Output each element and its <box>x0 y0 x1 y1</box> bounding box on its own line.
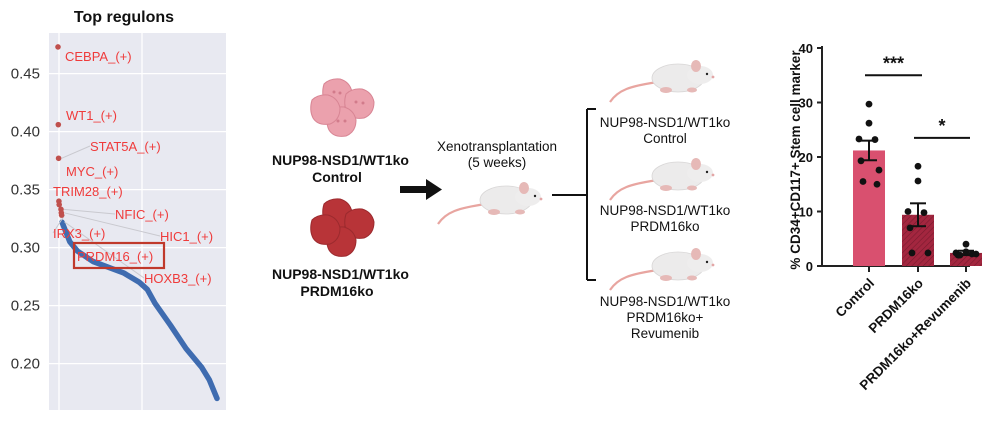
regulon-label: MYC_(+) <box>66 164 118 179</box>
data-point <box>924 249 932 257</box>
data-point <box>857 157 865 165</box>
labeled-points <box>55 44 65 218</box>
significance-label: * <box>938 116 945 136</box>
arm-prdm16ko-line1: NUP98-NSD1/WT1ko <box>599 203 731 218</box>
arm-revumenib-line1: NUP98-NSD1/WT1ko <box>599 294 731 309</box>
stem-cell-bar-chart: % CD34+CD117+ Stem cell marker 0 10 20 30 40… <box>788 41 982 394</box>
regulon-label: STAT5A_(+) <box>90 139 161 154</box>
data-point <box>956 251 964 259</box>
axes: 0 10 20 30 40 <box>799 41 970 274</box>
procedure-line1: Xenotransplantation <box>436 139 558 154</box>
arm-control-label: NUP98-NSD1/WT1ko Control <box>590 115 740 147</box>
x-tick-label: Control <box>833 276 878 321</box>
regulon-label: WT1_(+) <box>66 108 117 123</box>
group-prdm16ko-label: NUP98-NSD1/WT1ko PRDM16ko <box>272 266 409 300</box>
significance-markers: **** <box>865 53 970 139</box>
data-point <box>871 136 879 143</box>
mouse-icon <box>436 180 544 226</box>
plot-background <box>49 33 226 410</box>
regulon-point <box>55 121 62 128</box>
data-point <box>962 240 970 248</box>
y-tick-label: 30 <box>799 96 813 111</box>
regulon-label: CEBPA_(+) <box>65 49 132 64</box>
y-tick-label: 0.40 <box>11 124 40 141</box>
regulon-point <box>58 212 65 218</box>
group-prdm16ko-line2: PRDM16ko <box>300 283 374 299</box>
group-bracket <box>552 108 596 281</box>
regulon-point <box>55 155 62 162</box>
arm-revumenib-line3: Revumenib <box>630 326 700 341</box>
data-point <box>914 177 922 185</box>
mouse-icon-prdm16ko <box>608 156 716 202</box>
data-point <box>920 209 928 216</box>
regulon-curve-line <box>59 219 220 402</box>
y-tick-label: 10 <box>799 205 813 220</box>
data-points <box>855 100 980 259</box>
group-prdm16ko-line1: NUP98-NSD1/WT1ko <box>272 266 409 282</box>
y-tick-labels: 0.20 0.25 0.30 0.35 0.40 0.45 <box>11 66 40 373</box>
arm-control-line1: NUP98-NSD1/WT1ko <box>599 115 731 130</box>
data-point <box>904 208 912 215</box>
group-control-line1: NUP98-NSD1/WT1ko <box>272 152 409 168</box>
y-tick-label: 0.25 <box>11 298 40 315</box>
connector-line <box>52 214 66 234</box>
connector-line <box>64 212 161 237</box>
data-point <box>855 135 863 143</box>
y-tick-label: 0.20 <box>11 356 40 373</box>
regulon-plot-title: Top regulons <box>74 9 174 26</box>
arm-control-line2: Control <box>643 131 687 146</box>
control-cell-cluster-icon <box>310 78 375 137</box>
group-control-label: NUP98-NSD1/WT1ko Control <box>272 152 409 186</box>
bars <box>853 150 982 266</box>
prdm16-highlight-box <box>72 241 166 270</box>
y-axis-label: % CD34+CD117+ Stem cell marker <box>788 50 803 270</box>
arm-prdm16ko-line2: PRDM16ko <box>630 219 700 234</box>
y-tick-label: 40 <box>799 41 813 56</box>
data-point <box>972 250 980 258</box>
data-point <box>962 248 970 256</box>
prdm16ko-cell-cluster-icon <box>310 198 375 257</box>
regulon-label: IRX3_(+) <box>53 226 105 241</box>
regulon-label: PRDM16_(+) <box>77 249 153 264</box>
regulon-label: TRIM28_(+) <box>53 184 123 199</box>
regulon-label: NFIC_(+) <box>115 207 169 222</box>
procedure-label: Xenotransplantation (5 weeks) <box>422 139 572 171</box>
control-cell-dots <box>332 90 365 123</box>
regulon-labels: CEBPA_(+) WT1_(+) STAT5A_(+) MYC_(+) TRIM28_… <box>53 49 213 286</box>
y-tick-label: 0.45 <box>11 66 40 83</box>
data-point <box>873 180 881 188</box>
y-tick-label: 0.35 <box>11 182 40 199</box>
regulon-point <box>56 201 62 208</box>
data-point <box>859 178 867 185</box>
regulon-label: HIC1_(+) <box>160 229 213 244</box>
arm-prdm16ko-label: NUP98-NSD1/WT1ko PRDM16ko <box>590 203 740 235</box>
data-point <box>865 119 873 127</box>
significance-label: *** <box>883 53 904 73</box>
group-control-line2: Control <box>312 169 362 185</box>
data-point <box>906 224 914 232</box>
data-point <box>914 162 922 170</box>
arm-revumenib-label: NUP98-NSD1/WT1ko PRDM16ko+ Revumenib <box>590 294 740 342</box>
procedure-line2: (5 weeks) <box>467 155 527 170</box>
regulon-point <box>55 44 61 50</box>
data-point <box>875 166 883 174</box>
data-point <box>865 100 873 108</box>
gridlines <box>49 33 226 410</box>
y-tick-label: 20 <box>799 150 813 165</box>
regulon-curve <box>59 219 220 402</box>
mouse-icon-revumenib <box>608 246 716 292</box>
data-point <box>908 249 916 257</box>
connector-line <box>61 145 91 159</box>
arrow-icon <box>400 179 442 200</box>
connector-line <box>63 208 116 215</box>
y-tick-label: 0 <box>806 259 813 274</box>
arm-revumenib-line2: PRDM16ko+ <box>626 310 704 325</box>
regulon-rank-plot: Top regulons 0.20 0.25 0.30 0.35 0.40 0.45 CE… <box>11 9 226 410</box>
regulon-label: HOXB3_(+) <box>144 271 212 286</box>
mouse-icon-control <box>608 58 716 104</box>
y-tick-label: 0.30 <box>11 240 40 257</box>
experiment-schematic <box>310 58 716 292</box>
